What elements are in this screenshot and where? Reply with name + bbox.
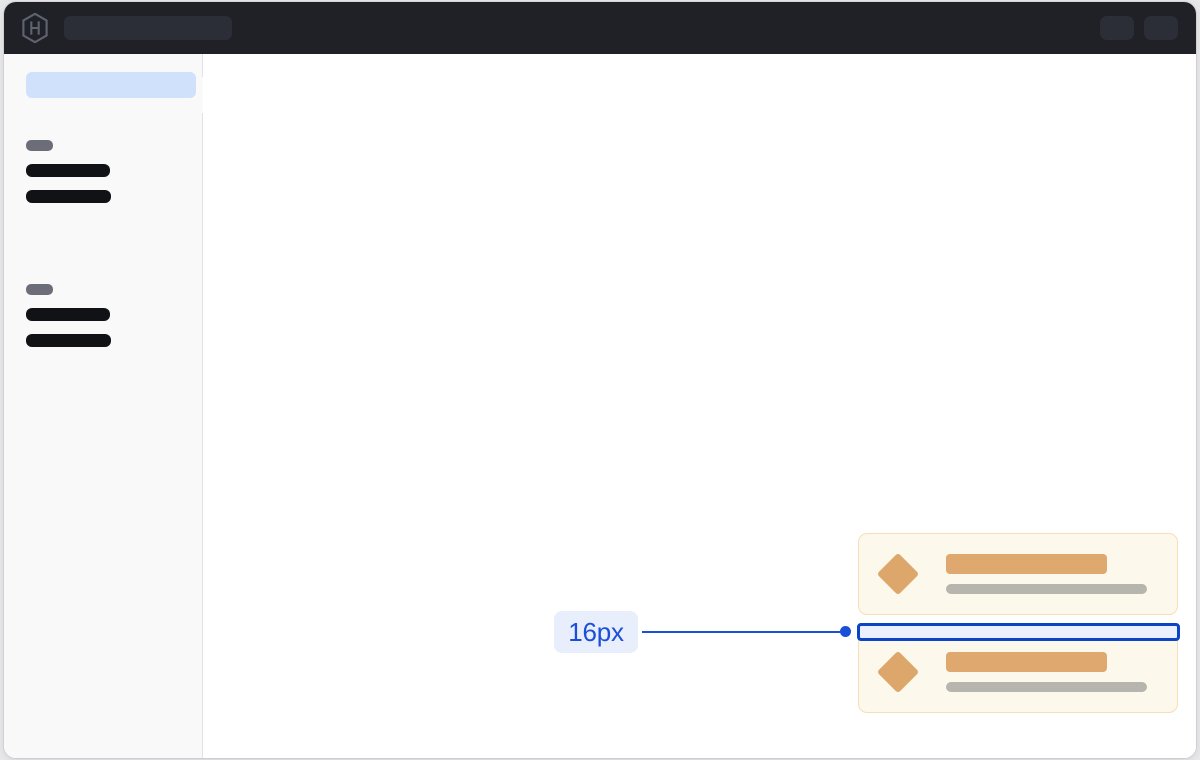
measure-endpoint-dot-icon — [840, 626, 851, 637]
sidebar-item[interactable] — [26, 308, 110, 321]
measure-value-badge: 16px — [554, 611, 638, 653]
sidebar-group-label — [26, 140, 53, 151]
card-title — [946, 652, 1107, 672]
body-area: 16px — [4, 54, 1196, 758]
card-text-block — [946, 554, 1177, 594]
card-subtitle — [946, 584, 1147, 594]
app-window: 16px — [4, 2, 1196, 758]
global-search-input[interactable] — [64, 16, 232, 40]
gap-highlight-overlay — [857, 623, 1180, 641]
diamond-icon — [876, 650, 920, 694]
hashicorp-hexagon-logo-icon[interactable] — [22, 13, 48, 43]
card-text-block — [946, 652, 1177, 692]
sidebar-item[interactable] — [26, 190, 111, 203]
sidebar-group-2 — [26, 284, 111, 347]
sidebar-group-label — [26, 284, 53, 295]
top-navigation-bar — [4, 2, 1196, 54]
card-stack — [858, 533, 1178, 713]
sidebar — [4, 54, 203, 758]
sidebar-item-active[interactable] — [26, 72, 196, 98]
user-chip-skeleton-icon[interactable] — [1100, 16, 1134, 40]
canvas-area: 16px — [203, 54, 1196, 758]
card-subtitle — [946, 682, 1147, 692]
sidebar-group-1 — [26, 140, 111, 203]
sidebar-item[interactable] — [26, 334, 111, 347]
diamond-icon — [876, 552, 920, 596]
measure-value-label: 16px — [568, 617, 624, 647]
content-card[interactable] — [858, 631, 1178, 713]
content-card[interactable] — [858, 533, 1178, 615]
measure-leader-line — [642, 631, 846, 633]
card-title — [946, 554, 1107, 574]
account-chip-skeleton-icon[interactable] — [1144, 16, 1178, 40]
sidebar-item[interactable] — [26, 164, 110, 177]
